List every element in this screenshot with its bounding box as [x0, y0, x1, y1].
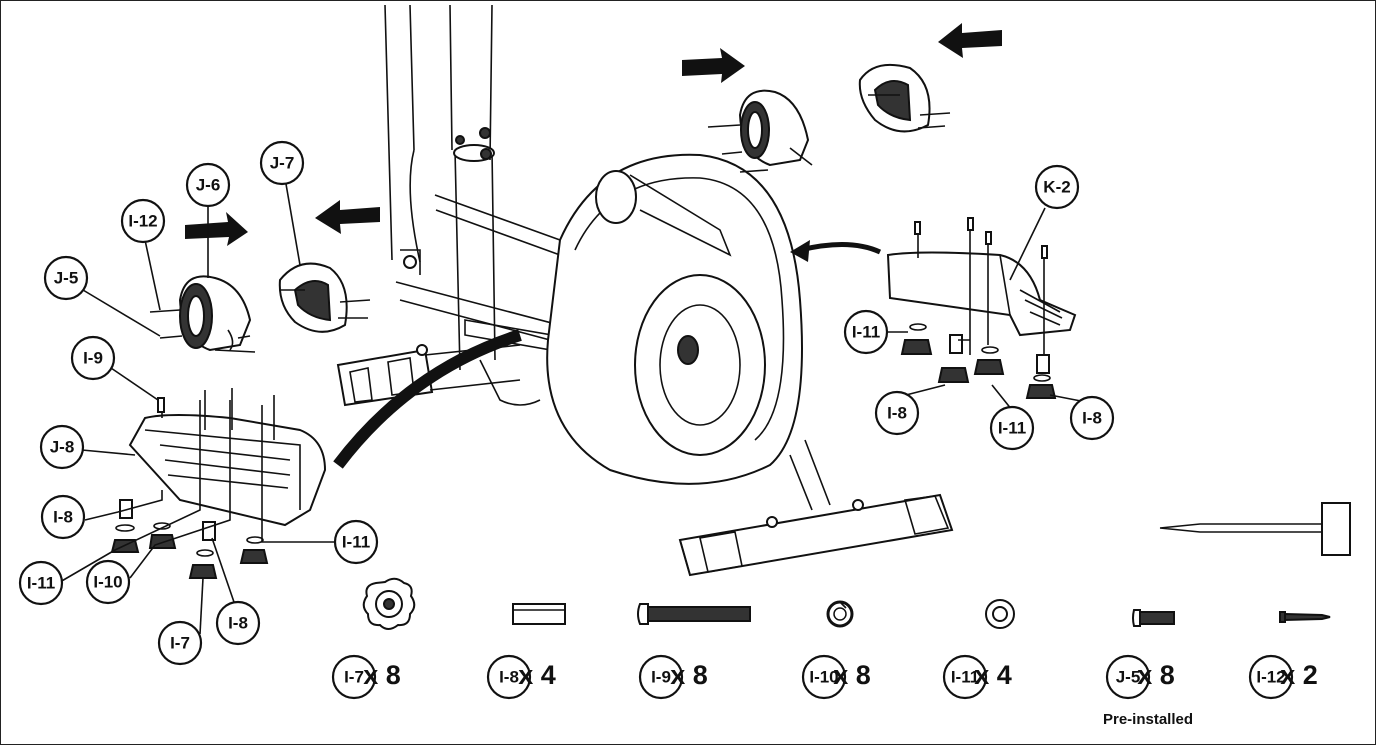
screwdriver-icon [1159, 502, 1351, 556]
callout-j7: J-7 [259, 140, 305, 186]
arrow-right-icon [682, 48, 745, 83]
screw-icon [1132, 609, 1175, 627]
callout-label: I-7 [170, 634, 190, 653]
hardware-part-id: I-12 [1256, 668, 1285, 687]
hardware-part-id: J-5 [1116, 668, 1141, 687]
callout-label: I-11 [998, 419, 1026, 438]
callout-label: J-8 [50, 438, 75, 457]
hardware-part-id: I-11 [951, 668, 979, 687]
hardware-quantity: x 4 [974, 660, 1012, 690]
right-pedal-cap-assembly [682, 23, 1077, 399]
hardware-item-i-11: I-11x 4 [942, 654, 1012, 700]
callout-i7-left: I-7 [157, 620, 203, 666]
arrow-right-icon [185, 212, 248, 246]
bolt-icon [637, 603, 751, 625]
hardware-callout-circle [638, 654, 684, 700]
flat-washer-icon [985, 599, 1015, 629]
callout-label: I-11 [27, 574, 55, 593]
callout-i11-left-b: I-11 [333, 519, 379, 565]
arrow-left-icon [938, 23, 1002, 58]
hardware-part-id: I-8 [499, 668, 519, 687]
hardware-item-i-12: I-12x 2 [1248, 654, 1318, 700]
callout-j6: J-6 [185, 162, 231, 208]
callout-label: I-11 [342, 533, 370, 552]
callout-label: I-9 [83, 349, 103, 368]
hardware-callout-circle [942, 654, 988, 700]
hardware-quantity: x 8 [363, 660, 401, 690]
hardware-part-id: I-7 [344, 668, 364, 687]
callout-i11-right-a: I-11 [843, 309, 889, 355]
hardware-callout-circle [486, 654, 532, 700]
callout-i8-right-a: I-8 [874, 390, 920, 436]
callout-label: J-5 [54, 269, 79, 288]
callout-label: I-8 [53, 508, 73, 527]
arrow-left-icon [315, 200, 380, 234]
hardware-quantity: x 8 [670, 660, 708, 690]
hardware-callout-circle [331, 654, 377, 700]
hardware-item-j-5: J-5x 8 [1105, 654, 1175, 700]
hardware-quantity: x 8 [833, 660, 871, 690]
callout-k2: K-2 [1034, 164, 1080, 210]
self-tapping-screw-icon [1279, 611, 1331, 623]
hardware-item-i-10: I-10x 8 [801, 654, 871, 700]
sleeve-icon [512, 603, 566, 625]
callout-label: I-8 [887, 404, 907, 423]
callout-j5: J-5 [43, 255, 89, 301]
left-pedal-cap-assembly [110, 200, 380, 579]
callout-i11-right-b: I-11 [989, 405, 1035, 451]
hardware-quantity: x 8 [1137, 660, 1175, 690]
callout-i9: I-9 [70, 335, 116, 381]
elliptical-bike-frame [333, 4, 954, 577]
callout-j8: J-8 [39, 424, 85, 470]
callout-label: J-6 [196, 176, 221, 195]
callout-label: I-8 [228, 614, 248, 633]
callout-label: I-12 [128, 212, 157, 231]
callout-i8-left-a: I-8 [40, 494, 86, 540]
callout-i8-right-b: I-8 [1069, 395, 1115, 441]
hardware-callout-circle [1105, 654, 1151, 700]
knob-icon [362, 577, 416, 630]
callout-i10-left: I-10 [85, 559, 131, 605]
hardware-quantity: x 2 [1280, 660, 1318, 690]
callout-i8-left-b: I-8 [215, 600, 261, 646]
leader-lines [59, 183, 1087, 635]
hardware-part-id: I-10 [809, 668, 838, 687]
hardware-quantity: x 4 [518, 660, 556, 690]
callout-label: I-11 [852, 323, 880, 342]
hardware-part-id: I-9 [651, 668, 671, 687]
spring-washer-icon [826, 600, 854, 628]
hardware-callout-circle [801, 654, 847, 700]
callout-label: I-10 [93, 573, 122, 592]
callout-label: K-2 [1043, 178, 1070, 197]
callout-label: J-7 [270, 154, 295, 173]
callout-i11-left-a: I-11 [18, 560, 64, 606]
hardware-callout-circle [1248, 654, 1294, 700]
pre-installed-note: Pre-installed [1103, 711, 1193, 728]
callout-label: I-8 [1082, 409, 1102, 428]
callout-i12: I-12 [120, 198, 166, 244]
